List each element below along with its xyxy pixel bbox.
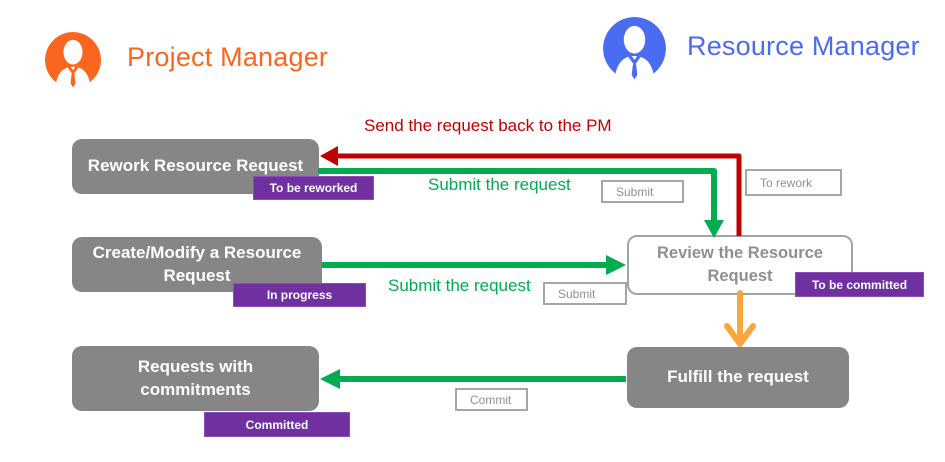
submit-button-middle[interactable]: Submit bbox=[543, 282, 627, 305]
status-badge-to-be-committed: To be committed bbox=[795, 272, 924, 297]
arrow-commit bbox=[320, 369, 626, 389]
flow-label-submit-request-top: Submit the request bbox=[428, 175, 571, 194]
submit-button-top[interactable]: Submit bbox=[601, 180, 684, 203]
flow-label-send-back-to-pm: Send the request back to the PM bbox=[364, 116, 612, 135]
node-requests-with-commitments: Requests with commitments bbox=[72, 346, 319, 411]
flow-label-submit-request-middle: Submit the request bbox=[388, 276, 531, 295]
businessman-icon bbox=[45, 32, 101, 88]
resource-manager-title: Resource Manager bbox=[687, 31, 920, 61]
status-badge-to-be-reworked: To be reworked bbox=[253, 176, 374, 200]
node-label: Fulfill the request bbox=[667, 367, 809, 387]
arrow-submit-request-middle bbox=[322, 255, 626, 275]
node-label: Rework Resource Request bbox=[87, 156, 304, 176]
node-label: Requests with commitments bbox=[137, 356, 254, 399]
node-create-modify-request: Create/Modify a Resource Request bbox=[72, 237, 322, 292]
node-fulfill-request: Fulfill the request bbox=[627, 347, 849, 408]
node-label: Create/Modify a Resource Request bbox=[92, 242, 302, 285]
status-badge-in-progress: In progress bbox=[233, 283, 366, 307]
commit-button[interactable]: Commit bbox=[455, 388, 528, 411]
to-rework-button[interactable]: To rework bbox=[745, 169, 842, 196]
project-manager-title: Project Manager bbox=[127, 42, 329, 72]
resource-manager-avatar bbox=[603, 17, 666, 80]
project-manager-avatar bbox=[45, 32, 101, 88]
node-label: Review the Resource Request bbox=[657, 243, 823, 285]
status-badge-committed: Committed bbox=[204, 412, 350, 437]
businessman-icon bbox=[603, 17, 666, 80]
arrow-review-to-fulfill bbox=[724, 290, 756, 347]
